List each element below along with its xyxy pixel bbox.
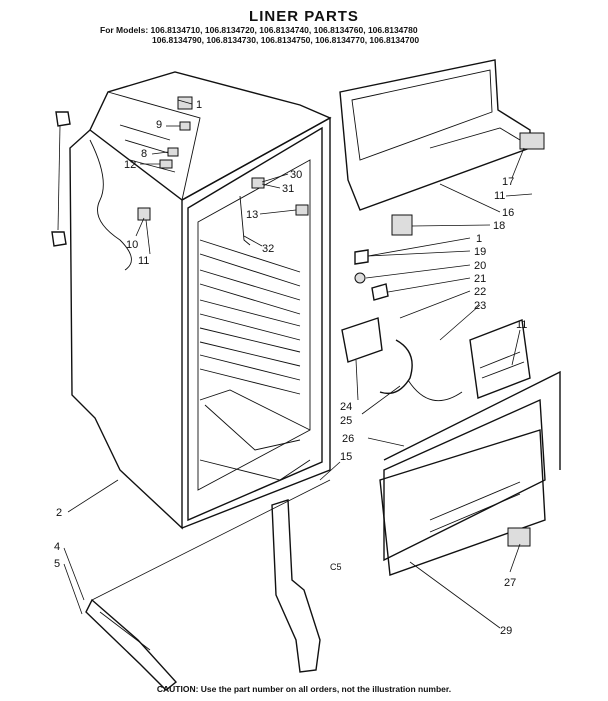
callout-25: 25 <box>340 415 352 427</box>
caution-note: CAUTION: Use the part number on all orde… <box>156 684 452 694</box>
callout-32: 32 <box>262 243 274 255</box>
model-list-line-2: 106.8134790, 106.8134730, 106.8134750, 1… <box>152 35 420 45</box>
callout-19: 19 <box>474 246 486 258</box>
control-parts <box>341 249 531 401</box>
callout-21: 21 <box>474 273 486 285</box>
model-list: For Models: 106.8134710, 106.8134720, 10… <box>100 25 419 45</box>
page-title: LINER PARTS <box>249 8 359 25</box>
callout-11-right: 11 <box>516 319 527 331</box>
callout-8: 8 <box>141 148 147 160</box>
callout-12: 12 <box>124 159 136 171</box>
callout-27: 27 <box>504 577 516 589</box>
callout-1: 1 <box>196 99 202 111</box>
callout-22: 22 <box>474 286 486 298</box>
callout-30: 30 <box>290 169 302 181</box>
model-list-line-1: For Models: 106.8134710, 106.8134720, 10… <box>100 25 418 35</box>
callout-1-right: 1 <box>476 233 482 245</box>
callout-24: 24 <box>340 401 352 413</box>
callout-4: 4 <box>54 541 60 553</box>
callout-20: 20 <box>474 260 486 272</box>
top-small-parts <box>51 96 309 247</box>
liner-cabinet <box>69 71 332 530</box>
bottom-parts <box>85 479 331 691</box>
lower-right-panel <box>379 370 561 576</box>
callout-17: 17 <box>502 176 514 188</box>
upper-right-panel <box>339 59 545 236</box>
callout-16: 16 <box>502 207 514 219</box>
callout-18: 18 <box>493 220 505 232</box>
callout-13: 13 <box>246 209 258 221</box>
callout-10: 10 <box>126 239 138 251</box>
sheet-mark: C5 <box>330 562 342 572</box>
callout-15: 15 <box>340 451 352 463</box>
callout-11-upper: 11 <box>494 190 505 202</box>
leader-lines <box>63 99 533 629</box>
callout-5: 5 <box>54 558 60 570</box>
callout-26: 26 <box>342 433 354 445</box>
callout-23: 23 <box>474 300 486 312</box>
callout-9: 9 <box>156 119 162 131</box>
callout-numbers: 1 9 8 12 10 11 30 31 13 32 17 11 16 18 1… <box>54 99 527 637</box>
callout-29: 29 <box>500 625 512 637</box>
callout-31: 31 <box>282 183 294 195</box>
callout-2: 2 <box>56 507 62 519</box>
callout-11-left: 11 <box>138 255 149 267</box>
